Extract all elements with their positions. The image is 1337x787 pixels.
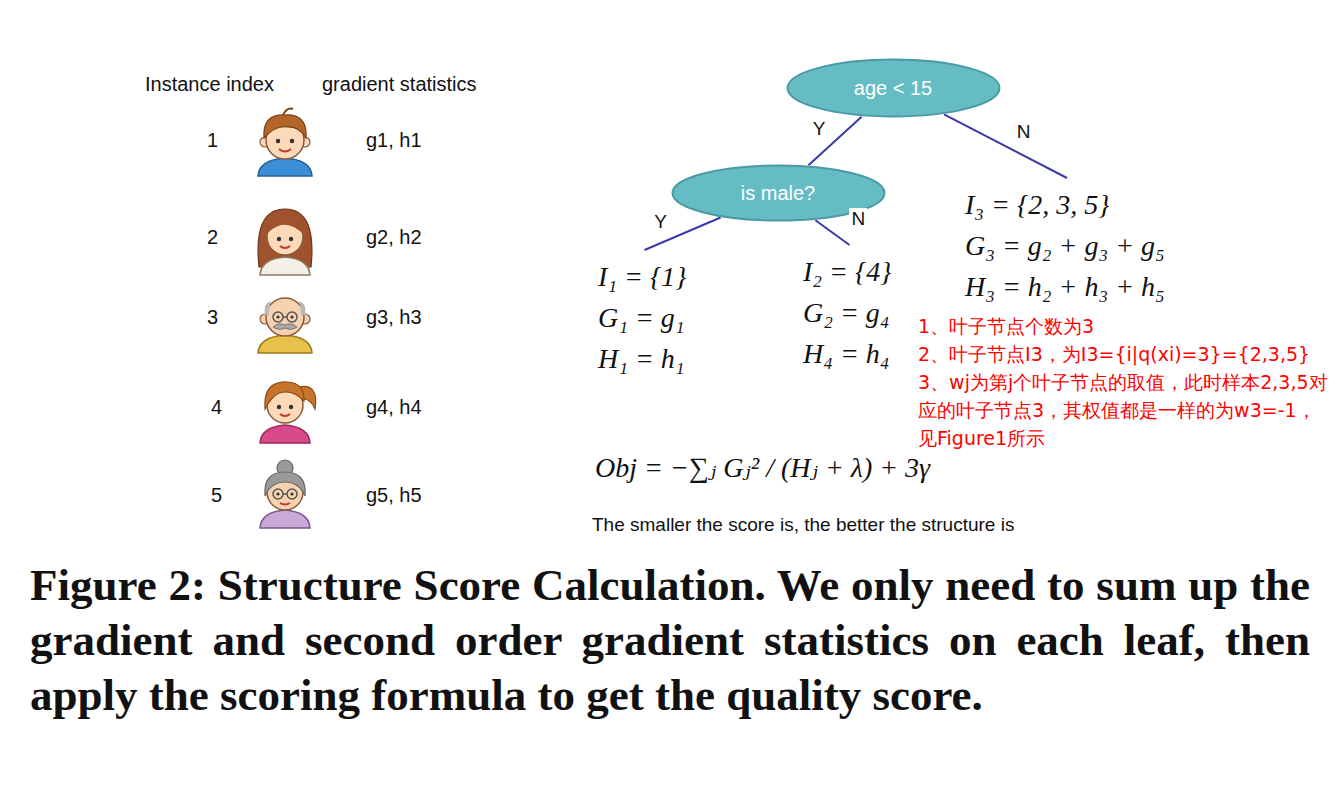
branch-label: Y xyxy=(811,118,828,140)
girl-icon xyxy=(258,209,312,275)
ellipse-shape xyxy=(787,60,999,117)
leaf-formula: I₂ = {4} xyxy=(803,251,896,292)
instance-index: 3 xyxy=(207,305,218,330)
branch-label: Y xyxy=(652,211,669,233)
annotation-note: 3、wj为第j个叶子节点的取值，此时样本2,3,5对应的叶子节点3，其权值都是一… xyxy=(918,368,1330,452)
gradient-pair: g1, h1 xyxy=(366,128,422,153)
figure-caption: Figure 2: Structure Score Calculation. W… xyxy=(30,558,1310,723)
column-header: gradient statistics xyxy=(322,72,477,97)
leaf-formula: G₂ = g₄ xyxy=(803,292,896,333)
boy-icon xyxy=(258,109,312,176)
ponytail-girl-icon xyxy=(260,382,316,443)
node-label: age < 15 xyxy=(854,76,932,100)
column-header: Instance index xyxy=(145,72,274,97)
old-man-icon xyxy=(258,298,312,353)
tree-branch xyxy=(944,114,1067,178)
tree-branch xyxy=(808,117,861,165)
objective-formula: Obj = −∑ⱼ Gⱼ² / (Hⱼ + λ) + 3γ xyxy=(595,450,930,485)
leaf-formula: I₁ = {1} xyxy=(598,256,691,297)
leaf-formula: G₃ = g₂ + g₃ + g₅ xyxy=(965,225,1169,266)
gradient-pair: g4, h4 xyxy=(366,395,422,420)
leaf-formula: H₃ = h₂ + h₃ + h₅ xyxy=(965,266,1169,307)
annotation-note: 1、叶子节点个数为3 xyxy=(918,312,1330,340)
leaf-node: I₁ = {1}G₁ = g₁H₁ = h₁ xyxy=(598,256,691,379)
annotation-note: 2、叶子节点I3，为I3={i|q(xi)=3}={2,3,5} xyxy=(918,340,1330,368)
instance-index: 1 xyxy=(207,128,218,153)
tree-branch xyxy=(815,220,849,245)
leaf-formula: H₄ = h₄ xyxy=(803,333,896,374)
instance-index: 5 xyxy=(211,483,222,508)
node-label: is male? xyxy=(741,181,815,205)
branch-label: N xyxy=(850,208,868,230)
leaf-formula: G₁ = g₁ xyxy=(598,297,691,338)
old-woman-icon xyxy=(260,460,310,528)
score-note: The smaller the score is, the better the… xyxy=(592,513,1014,537)
instance-index: 4 xyxy=(211,395,222,420)
leaf-formula: I₃ = {2, 3, 5} xyxy=(965,184,1169,225)
leaf-node: I₃ = {2, 3, 5}G₃ = g₂ + g₃ + g₅H₃ = h₂ +… xyxy=(965,184,1169,307)
decision-ellipse: age < 15 xyxy=(786,58,1001,118)
gradient-pair: g3, h3 xyxy=(366,305,422,330)
branch-label: N xyxy=(1015,121,1033,143)
leaf-node: I₂ = {4}G₂ = g₄H₄ = h₄ xyxy=(803,251,896,374)
leaf-formula: H₁ = h₁ xyxy=(598,338,691,379)
gradient-pair: g2, h2 xyxy=(366,225,422,250)
gradient-pair: g5, h5 xyxy=(366,483,422,508)
instance-index: 2 xyxy=(207,225,218,250)
